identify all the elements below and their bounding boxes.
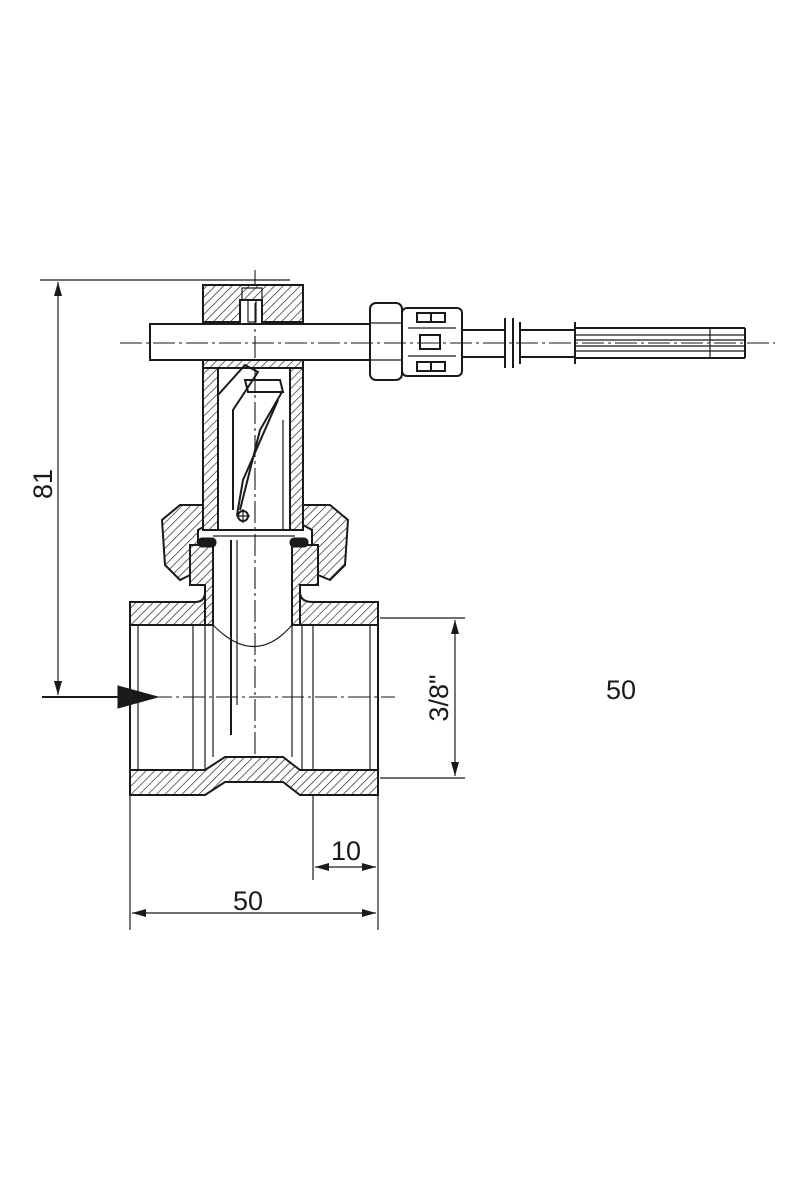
- dimension-lines: [40, 279, 465, 930]
- actuator-mechanism: [217, 363, 291, 530]
- spindle-and-probe: [149, 302, 746, 381]
- dimension-side-label: 50: [606, 675, 636, 705]
- bonnet-housing: [202, 284, 304, 537]
- dimension-end-length-label: 10: [331, 836, 361, 866]
- flow-direction-arrow: [42, 685, 160, 709]
- dimension-body-length-label: 50: [233, 886, 263, 916]
- center-lines: [120, 270, 775, 780]
- dimension-height-label: 81: [28, 469, 58, 499]
- dimension-thread-size-label: 3/8": [424, 674, 454, 721]
- valve-body: [129, 540, 379, 796]
